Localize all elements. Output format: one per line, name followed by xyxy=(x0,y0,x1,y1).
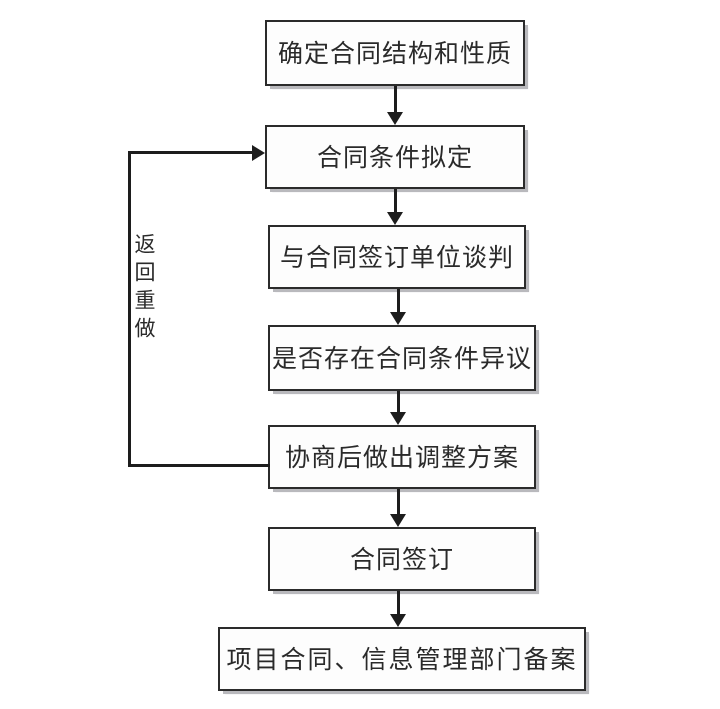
feedback-loop-vertical-segment xyxy=(128,151,131,467)
flow-node-6[interactable]: 合同签订 xyxy=(268,527,536,591)
edge-n5-n6-line xyxy=(397,489,400,515)
edge-n3-n4-arrowhead xyxy=(390,312,406,325)
edge-n6-n7-line xyxy=(397,591,400,617)
flow-node-2-label: 合同条件拟定 xyxy=(316,142,473,172)
edge-n2-n3-arrowhead xyxy=(387,212,403,225)
edge-n2-n3-line xyxy=(394,189,397,215)
edge-n1-n2-line xyxy=(394,86,397,114)
feedback-loop-label: 返回重做 xyxy=(132,233,156,345)
flow-node-7-label: 项目合同、信息管理部门备案 xyxy=(226,644,578,674)
edge-n4-n5-arrowhead xyxy=(390,412,406,425)
edge-n4-n5-line xyxy=(397,391,400,415)
flow-node-4[interactable]: 是否存在合同条件异议 xyxy=(268,325,536,391)
flow-node-1[interactable]: 确定合同结构和性质 xyxy=(265,20,525,86)
edge-n6-n7-arrowhead xyxy=(390,614,406,627)
flow-node-6-label: 合同签订 xyxy=(349,544,454,574)
flow-node-3-label: 与合同签订单位谈判 xyxy=(279,242,514,272)
flow-node-5[interactable]: 协商后做出调整方案 xyxy=(268,425,536,489)
feedback-loop-bottom-segment xyxy=(128,464,270,467)
flow-node-7[interactable]: 项目合同、信息管理部门备案 xyxy=(218,627,586,691)
feedback-loop-arrowhead xyxy=(252,145,265,161)
flow-node-5-label: 协商后做出调整方案 xyxy=(284,442,519,472)
flow-node-3[interactable]: 与合同签订单位谈判 xyxy=(268,225,526,289)
flow-node-1-label: 确定合同结构和性质 xyxy=(277,38,512,68)
edge-n5-n6-arrowhead xyxy=(390,514,406,527)
flow-node-4-label: 是否存在合同条件异议 xyxy=(271,343,532,373)
feedback-loop-top-segment xyxy=(128,151,253,154)
flow-node-2[interactable]: 合同条件拟定 xyxy=(265,125,525,189)
edge-n3-n4-line xyxy=(397,289,400,315)
edge-n1-n2-arrowhead xyxy=(387,112,403,125)
